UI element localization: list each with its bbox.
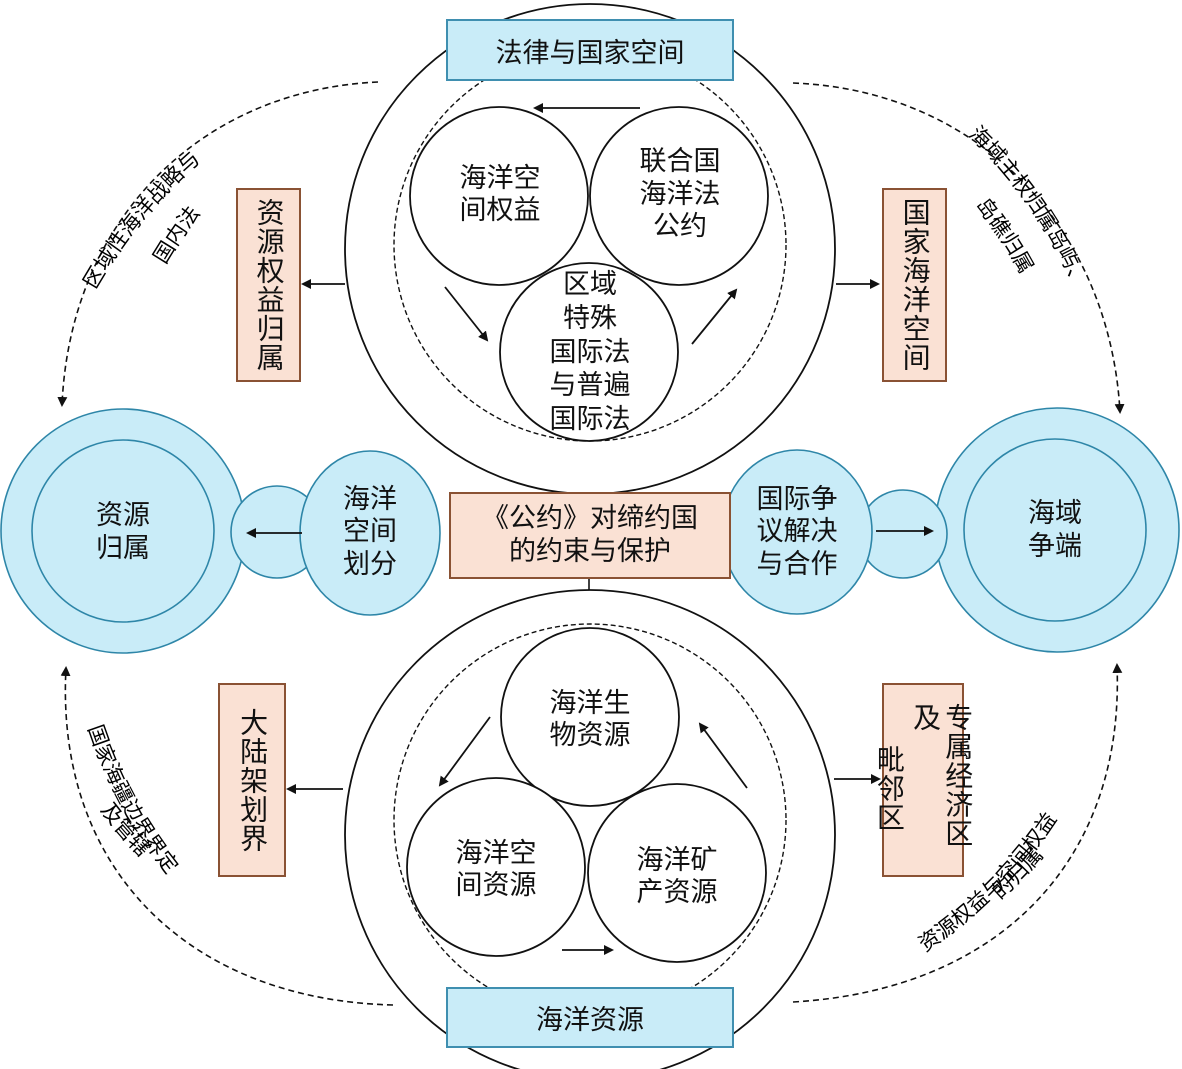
- label-marine-space: 海洋空 间资源: [455, 837, 537, 901]
- label-marine-bio: 海洋生 物资源: [549, 687, 631, 751]
- circle-marine-mineral: [587, 783, 767, 963]
- arrow-bottom-1: [438, 716, 491, 787]
- label-ocean-space-division: 海洋 空间 划分: [343, 483, 397, 580]
- left-node-inner: [31, 439, 215, 623]
- box-national-ocean-space: 国家海洋空间: [882, 188, 947, 382]
- label-center: 《公约》对缔约国 的约束与保护: [482, 503, 698, 567]
- box-continental-shelf: 大陆架划界: [218, 683, 286, 877]
- right-node-inner: [963, 438, 1147, 622]
- dashed-arc-top-left: [57, 81, 379, 407]
- label-ocean-space-rights: 海洋空 间权益: [459, 162, 541, 226]
- box-eez-text-1: 专属经济区及: [909, 703, 975, 848]
- box-national-ocean-space-text: 国家海洋空间: [898, 198, 932, 372]
- box-eez: 专属经济区及 毗邻区: [873, 683, 974, 877]
- label-unclos: 联合国 海洋法 公约: [639, 146, 721, 243]
- label-resource-ownership: 资源 归属: [96, 500, 150, 564]
- circle-marine-space: [406, 777, 586, 957]
- label-maritime-dispute: 海域 争端: [1028, 498, 1082, 562]
- title-bottom-text: 海洋资源: [536, 1005, 644, 1036]
- box-eez-text-2: 毗邻区: [872, 745, 906, 832]
- dashed-arc-bottom-left: [60, 666, 394, 1006]
- circle-ocean-space-rights: [409, 106, 589, 286]
- dashed-arc-top-right: [792, 82, 1125, 414]
- center-box: [449, 492, 731, 579]
- box-continental-shelf-text: 大陆架划界: [236, 707, 270, 853]
- circle-marine-bio: [500, 627, 680, 807]
- dashed-arc-bottom-right: [792, 663, 1123, 1003]
- circle-unclos: [589, 106, 769, 286]
- arrow-top-3: [691, 288, 738, 345]
- box-resource-rights: 资源权益归属: [236, 188, 301, 382]
- title-marine-resources: 海洋资源: [446, 987, 734, 1048]
- arrow-top-2: [444, 286, 489, 342]
- title-legal-national-space: 法律与国家空间: [446, 19, 734, 81]
- label-dispute-resolution: 国际争 议解决 与合作: [756, 483, 838, 580]
- title-top-text: 法律与国家空间: [495, 37, 685, 69]
- label-regional-law: 区域 特殊 国际法 与普遍 国际法: [549, 269, 631, 436]
- label-marine-mineral: 海洋矿 产资源: [636, 844, 718, 908]
- box-resource-rights-text: 资源权益归属: [252, 198, 286, 372]
- arrow-bottom-3: [698, 722, 748, 789]
- circle-regional-law: [499, 262, 679, 442]
